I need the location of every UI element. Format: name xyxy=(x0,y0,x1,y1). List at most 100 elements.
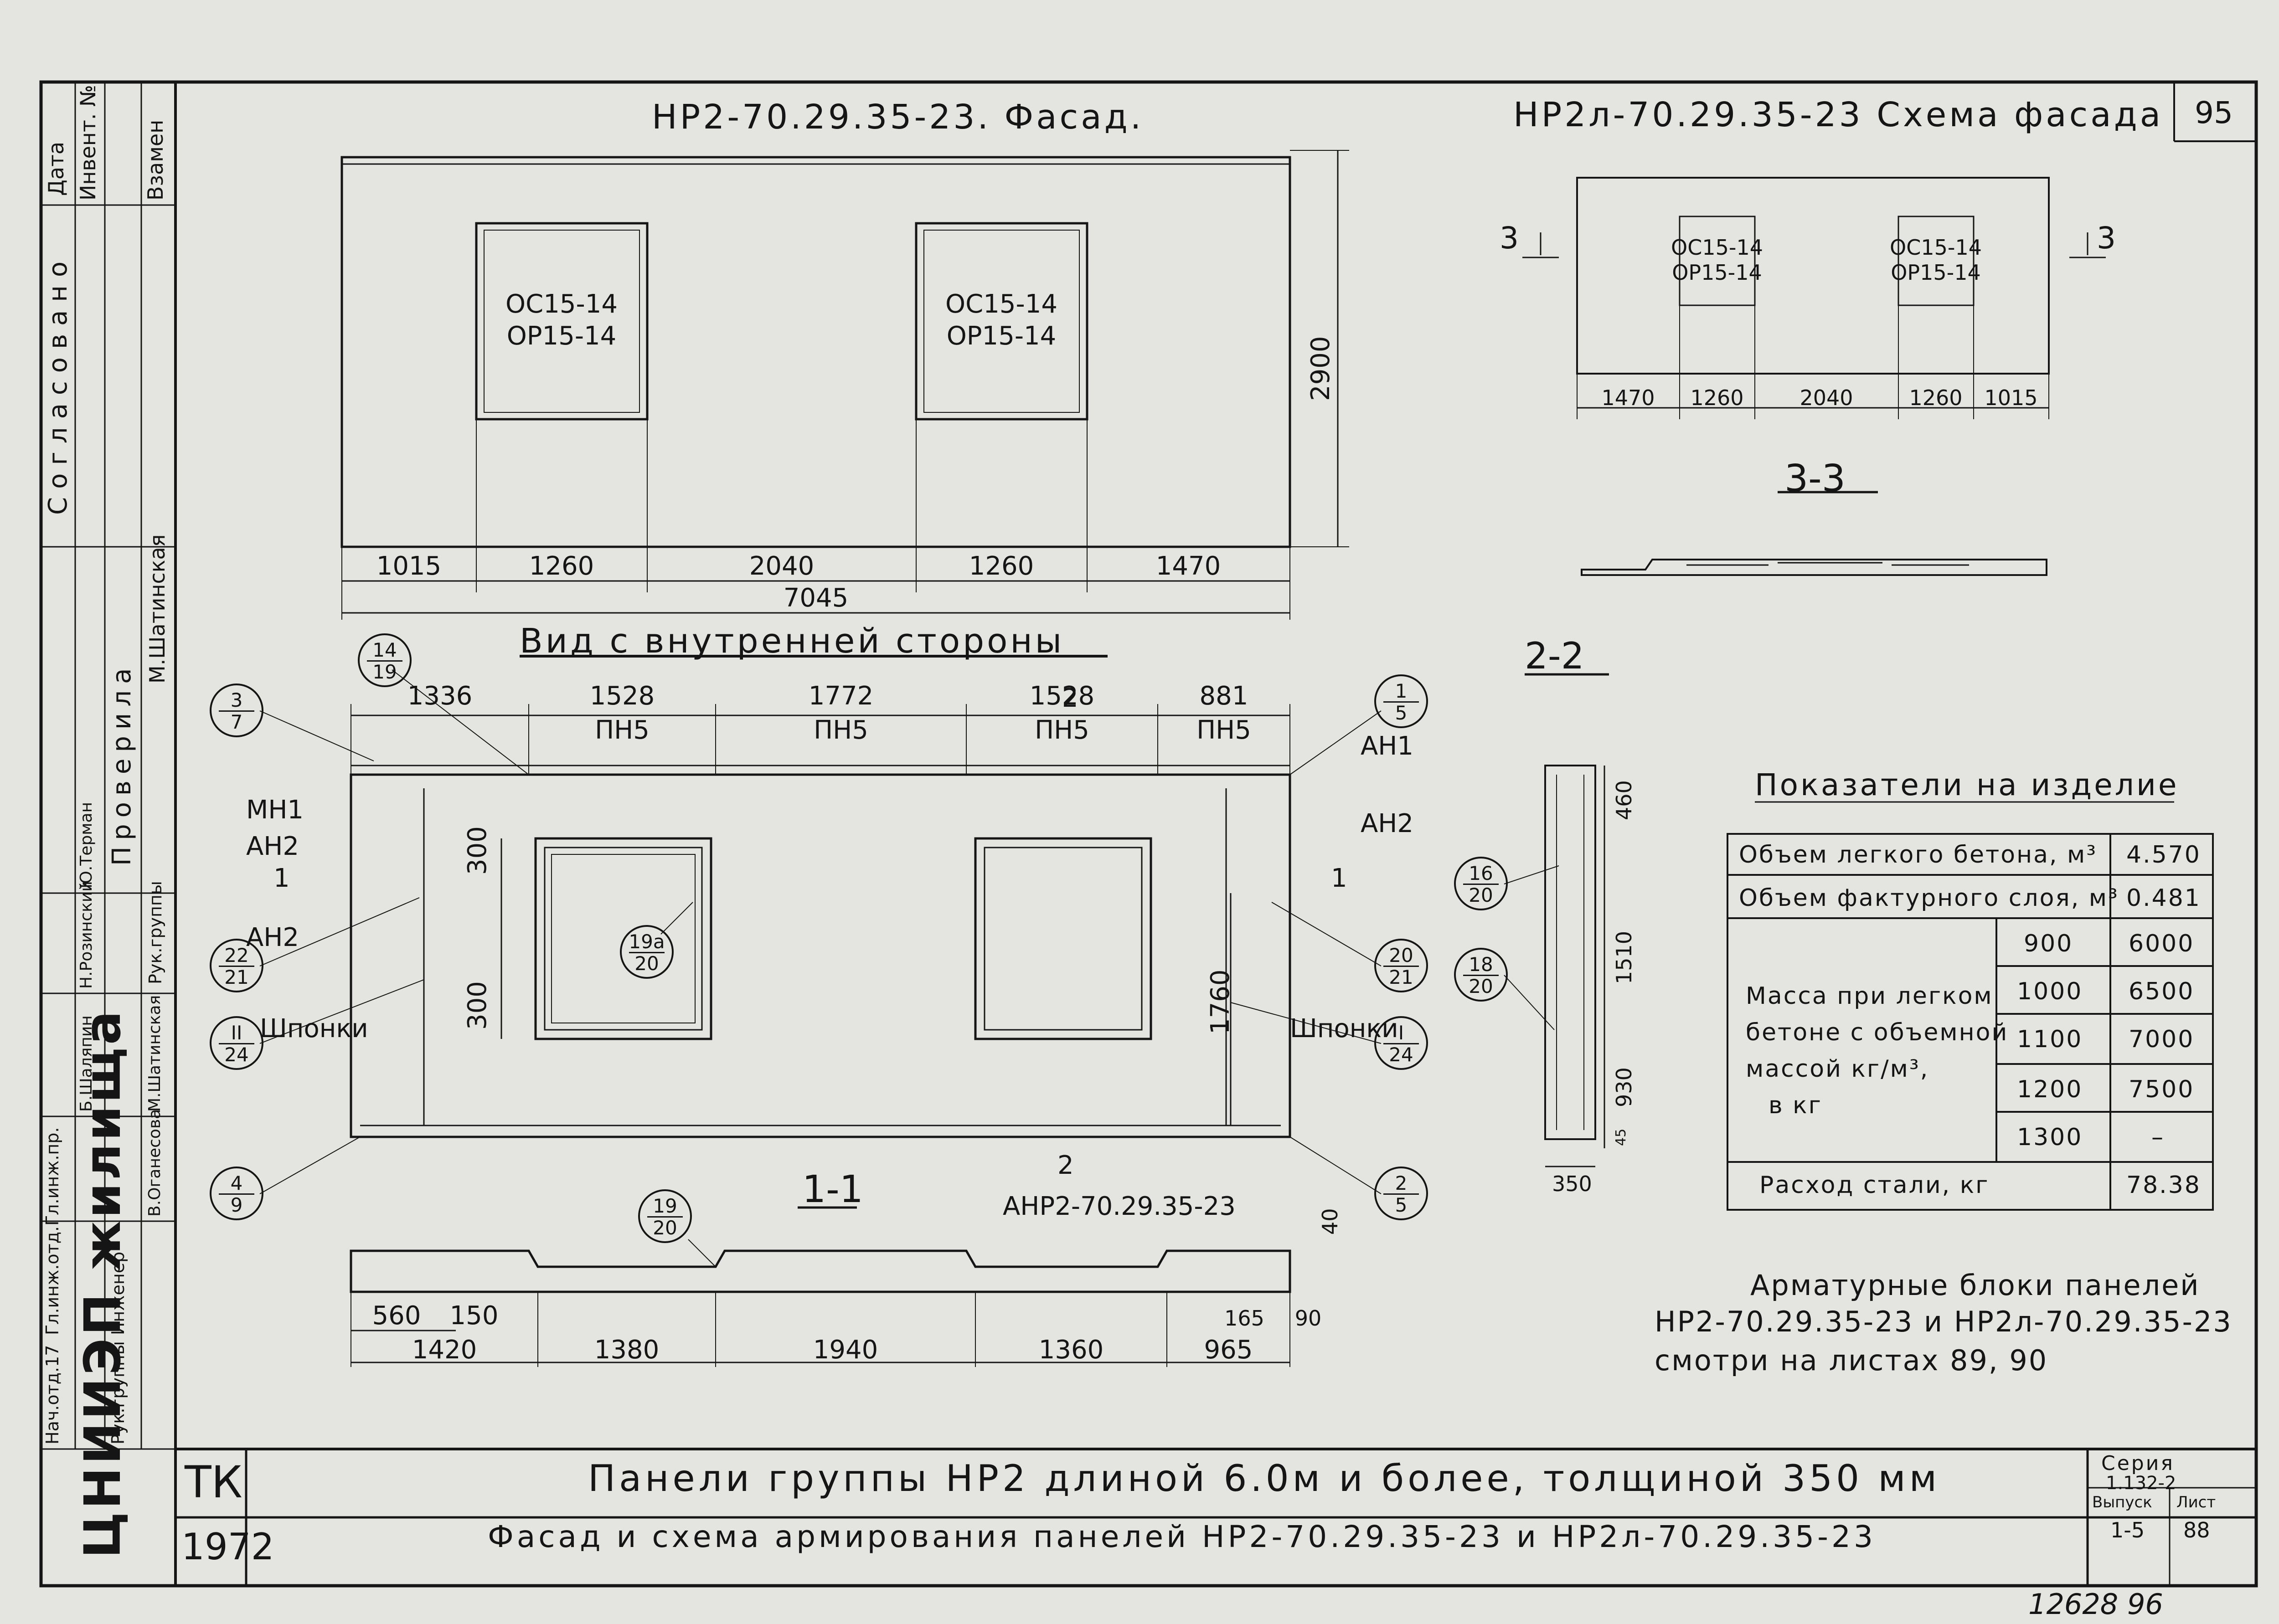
scheme-window-2-top: ОС15-14 xyxy=(1890,235,1982,260)
section-1-1-title: 1-1 xyxy=(802,1168,863,1211)
pn5-label-2: ПН5 xyxy=(814,715,868,745)
density-1200: 1200 xyxy=(2017,1076,2083,1103)
facade-window-2-bottom: ОР15-14 xyxy=(946,321,1057,351)
indicators-table xyxy=(1727,801,2214,1211)
interior-top-dim-5: 881 xyxy=(1199,681,1248,711)
facade-dim-5: 1470 xyxy=(1155,551,1221,581)
dim-300-top: 300 xyxy=(463,826,492,875)
section-2-2-title: 2-2 xyxy=(1525,635,1584,677)
side-stamp-grid xyxy=(41,82,175,1450)
pn5-label-3: ПН5 xyxy=(1035,715,1089,745)
indicator-row-1-value: 4.570 xyxy=(2126,841,2201,869)
section-1-1 xyxy=(350,1206,1291,1367)
callout-leaders xyxy=(259,669,1559,1267)
note-line-3: смотри на листах 89, 90 xyxy=(1655,1344,2048,1377)
interior-top-dim-3: 1772 xyxy=(808,681,874,711)
shponki-label-left: Шпонки xyxy=(260,1014,368,1043)
checked-label: Проверила xyxy=(107,662,137,866)
section-2-2-width: 350 xyxy=(1552,1172,1592,1196)
role-1: Нач.отд.17 xyxy=(42,1345,62,1444)
interior-title: Вид с внутренней стороны xyxy=(520,622,1065,661)
tk-label: ТК xyxy=(185,1457,242,1508)
page-number: 95 xyxy=(2195,95,2233,130)
scheme-cut-right: 3 xyxy=(2097,221,2116,256)
scheme-window-2-bottom: ОР15-14 xyxy=(1891,260,1981,285)
interior-panel xyxy=(350,655,1291,1138)
section-1-1-dim-165: 165 xyxy=(1224,1306,1264,1331)
facade-title: НР2-70.29.35-23. Фасад. xyxy=(652,98,1144,137)
name-3: Ю.Терман xyxy=(77,802,96,889)
facade-height-dim: 2900 xyxy=(1306,336,1335,401)
section-3-3-title: 3-3 xyxy=(1784,457,1846,500)
interior-cut-2: 2 xyxy=(1062,684,1078,713)
note-line-1: Арматурные блоки панелей xyxy=(1750,1269,2200,1302)
sheet-label: Лист xyxy=(2176,1493,2216,1511)
facade-dim-3: 2040 xyxy=(749,551,815,581)
pn5-label-1: ПН5 xyxy=(595,715,650,745)
an2-label-left: АН2 xyxy=(246,832,299,861)
interior-top-dim-4: 1528 xyxy=(1029,681,1095,711)
scheme-dim-4: 1260 xyxy=(1909,385,1963,410)
scheme-cut-left: 3 xyxy=(1500,221,1519,256)
indicator-row-1-label: Объем легкого бетона, м³ xyxy=(1739,841,2098,869)
mass-1100: 7000 xyxy=(2129,1026,2195,1053)
group-head-label: Рук.группы xyxy=(145,881,165,984)
replaced-label: Взамен xyxy=(143,119,168,200)
mass-label-line-2: бетоне с объемной xyxy=(1746,1019,2009,1046)
facade-window-1-bottom: ОР15-14 xyxy=(506,321,617,351)
role-2: Гл.инж.отд. xyxy=(42,1226,62,1335)
inventory-label: Инвент. № xyxy=(76,85,100,200)
facade-dim-1: 1015 xyxy=(376,551,442,581)
facade-dim-4: 1260 xyxy=(969,551,1034,581)
dim-1760: 1760 xyxy=(1206,969,1235,1034)
steel-label: Расход стали, кг xyxy=(1759,1172,1990,1199)
section-1-1-dim-40: 40 xyxy=(1318,1208,1342,1235)
steel-value: 78.38 xyxy=(2126,1172,2201,1199)
mass-900: 6000 xyxy=(2129,930,2195,957)
density-1300: 1300 xyxy=(2017,1124,2083,1151)
name-5: В.Оганесова xyxy=(145,1109,164,1217)
section-1-1-dim-90: 90 xyxy=(1294,1306,1322,1331)
agreed-label: Согласовано xyxy=(43,253,73,515)
section-2-2-dim-1510: 1510 xyxy=(1612,930,1636,984)
mn1-label: МН1 xyxy=(246,795,304,825)
role-4: Рук.группы xyxy=(108,1341,128,1444)
interior-top-dim-1: 1336 xyxy=(407,681,473,711)
scheme-dim-1: 1470 xyxy=(1601,385,1655,410)
density-900: 900 xyxy=(2024,930,2073,957)
scheme-dim-3: 2040 xyxy=(1799,385,1853,410)
facade-panel xyxy=(340,150,1349,620)
issue-label: Выпуск xyxy=(2092,1493,2152,1511)
section-2-2-dim-460: 460 xyxy=(1612,780,1636,820)
name-2: Н.Розинский xyxy=(77,881,96,989)
pn5-label-4: ПН5 xyxy=(1196,715,1251,745)
mass-label-line-3: массой кг/м³, xyxy=(1746,1055,1929,1083)
role-3: Гл.инж.пр. xyxy=(42,1127,62,1226)
section-1-1-dim-560: 560 xyxy=(372,1301,421,1331)
an1-label: АН1 xyxy=(1361,731,1414,761)
section-1-1-cut-2: 2 xyxy=(1057,1151,1074,1180)
an2-label-right: АН2 xyxy=(1361,809,1414,838)
date-label: Дата xyxy=(44,141,68,196)
name-1: Б.Шаляпин xyxy=(77,1015,96,1112)
issue-number: 1-5 xyxy=(2110,1518,2145,1542)
facade-window-1-top: ОС15-14 xyxy=(505,289,618,319)
cut-1-right: 1 xyxy=(1331,863,1347,893)
scheme-dim-2: 1260 xyxy=(1690,385,1744,410)
mass-1000: 6500 xyxy=(2129,978,2195,1005)
title-line-2: Фасад и схема армирования панелей НР2-70… xyxy=(488,1519,1876,1554)
name-4: М.Шатинская xyxy=(145,995,164,1112)
scheme-dim-5: 1015 xyxy=(1984,385,2038,410)
scheme-title: НР2л-70.29.35-23 Схема фасада xyxy=(1513,95,2164,134)
role-5: Инженер xyxy=(108,1251,128,1335)
section-1-1-dim-1940: 1940 xyxy=(813,1335,878,1365)
section-1-1-dim-1420: 1420 xyxy=(412,1335,477,1365)
